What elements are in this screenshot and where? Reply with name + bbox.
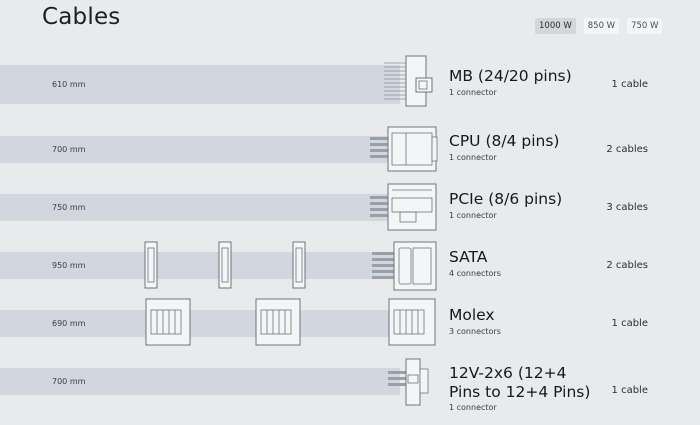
cable-length: 690 mm — [52, 319, 86, 328]
cable-length: 950 mm — [52, 261, 86, 270]
connector-count: 1 connector — [449, 153, 497, 162]
cable-count: 2 cables — [606, 260, 648, 271]
cable-count: 1 cable — [611, 79, 648, 90]
molex-inline-connector-icon — [255, 298, 301, 346]
sata-connector-icon — [372, 241, 437, 291]
molex-connector-icon — [388, 298, 436, 346]
sata-inline-connector-icon — [292, 241, 306, 289]
sata-inline-connector-icon — [144, 241, 158, 289]
cable-count: 1 cable — [611, 385, 648, 396]
mb-connector-icon — [384, 55, 433, 107]
molex-inline-connector-icon — [145, 298, 191, 346]
connector-count: 1 connector — [449, 403, 497, 412]
connector-count: 4 connectors — [449, 269, 501, 278]
cable-name: MB (24/20 pins) — [449, 67, 572, 85]
cable-name: SATA — [449, 248, 488, 266]
cable-count: 1 cable — [611, 318, 648, 329]
wattage-option-1000[interactable]: 1000 W — [535, 18, 576, 34]
cpu-connector-icon — [370, 126, 438, 172]
cable-band — [0, 252, 400, 279]
connector-count: 3 connectors — [449, 327, 501, 336]
cable-length: 610 mm — [52, 80, 86, 89]
sata-inline-connector-icon — [218, 241, 232, 289]
cable-band — [0, 310, 400, 337]
cable-name: 12V-2x6 (12+4 Pins to 12+4 Pins) — [449, 364, 591, 401]
page-title: Cables — [42, 4, 121, 30]
wattage-option-750[interactable]: 750 W — [627, 18, 663, 34]
cable-band — [0, 368, 400, 395]
cable-name: CPU (8/4 pins) — [449, 132, 560, 150]
connector-count: 1 connector — [449, 211, 497, 220]
connector-count: 1 connector — [449, 88, 497, 97]
cable-length: 700 mm — [52, 377, 86, 386]
wattage-selector: 1000 W 850 W 750 W — [535, 18, 663, 34]
cable-band — [0, 136, 400, 163]
wattage-option-850[interactable]: 850 W — [583, 18, 620, 34]
cable-name: Molex — [449, 306, 495, 324]
12v-2x6-connector-icon — [388, 358, 429, 406]
cable-band — [0, 194, 400, 221]
cable-count: 2 cables — [606, 144, 648, 155]
cable-count: 3 cables — [606, 202, 648, 213]
cable-band — [0, 65, 400, 104]
pcie-connector-icon — [370, 183, 437, 231]
cable-length: 750 mm — [52, 203, 86, 212]
cable-length: 700 mm — [52, 145, 86, 154]
cable-name: PCIe (8/6 pins) — [449, 190, 563, 208]
